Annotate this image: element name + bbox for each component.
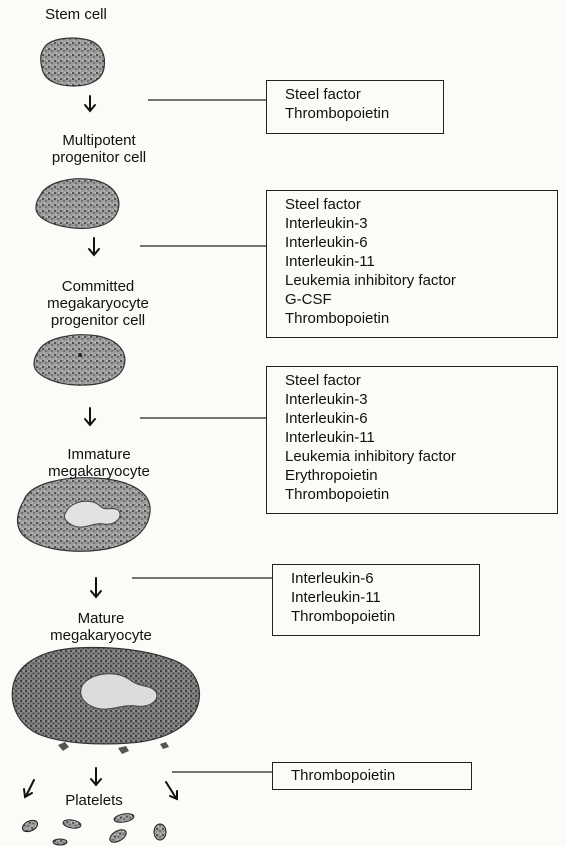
stage-label-line: progenitor cell (34, 149, 164, 166)
platelet (108, 827, 129, 845)
stage-label-line: Immature (34, 446, 164, 463)
stage-label-line: megakaryocyte (28, 295, 168, 312)
factor-item: Interleukin-6 (291, 569, 473, 588)
stage-label-line: megakaryocyte (34, 463, 164, 480)
factor-item: Leukemia inhibitory factor (285, 447, 551, 466)
factor-item: Thrombopoietin (291, 766, 465, 785)
stage-label-line: Stem cell (20, 6, 132, 23)
factor-item: Interleukin-6 (285, 233, 551, 252)
stage-label-mature-megakaryocyte: Mature megakaryocyte (36, 610, 166, 644)
platelet (154, 824, 166, 840)
factor-item: Erythropoietin (285, 466, 551, 485)
stage-label-immature-megakaryocyte: Immature megakaryocyte (34, 446, 164, 480)
mature-cell-fragment (58, 742, 69, 751)
arrow-down-right-icon (166, 782, 177, 799)
factor-item: Interleukin-6 (285, 409, 551, 428)
factor-item: Interleukin-3 (285, 214, 551, 233)
stage-label-line: progenitor cell (28, 312, 168, 329)
platelet (62, 818, 81, 829)
arrow-down-icon (85, 96, 95, 111)
stage-label-line: Committed (28, 278, 168, 295)
stage-label-line: megakaryocyte (36, 627, 166, 644)
factor-box-multipotent-to-committed: Steel factor Interleukin-3 Interleukin-6… (266, 190, 558, 338)
factor-item: Thrombopoietin (285, 485, 551, 504)
platelet (113, 812, 134, 823)
factor-item: Thrombopoietin (285, 104, 437, 123)
factor-item: Leukemia inhibitory factor (285, 271, 551, 290)
factor-item: Interleukin-11 (291, 588, 473, 607)
multipotent-cell-shape (36, 179, 119, 229)
mature-cell-fragment (160, 742, 169, 749)
factor-box-mature-to-platelets: Thrombopoietin (272, 762, 472, 790)
platelet (53, 839, 67, 845)
mature-cell-fragment (118, 746, 129, 754)
stage-label-line: Mature (36, 610, 166, 627)
arrow-down-icon (91, 578, 101, 597)
factor-item: Steel factor (285, 85, 437, 104)
stage-label-platelets: Platelets (44, 792, 144, 809)
factor-item: Interleukin-11 (285, 428, 551, 447)
stage-label-line: Multipotent (34, 132, 164, 149)
factor-item: Thrombopoietin (291, 607, 473, 626)
arrow-down-left-icon (24, 780, 34, 797)
committed-cell-shape (34, 335, 125, 385)
arrow-down-icon (85, 408, 95, 425)
arrow-down-icon (91, 768, 101, 785)
factor-item: Interleukin-11 (285, 252, 551, 271)
factor-box-stem-to-multipotent: Steel factor Thrombopoietin (266, 80, 444, 134)
factor-item: Thrombopoietin (285, 309, 551, 328)
stage-label-committed-progenitor: Committed megakaryocyte progenitor cell (28, 278, 168, 329)
factor-item: Interleukin-3 (285, 390, 551, 409)
platelet (21, 818, 40, 834)
factor-item: Steel factor (285, 195, 551, 214)
stage-label-multipotent-progenitor: Multipotent progenitor cell (34, 132, 164, 166)
stage-label-line: Platelets (44, 792, 144, 809)
stem-cell-shape (41, 38, 105, 86)
committed-cell-nucleus (78, 353, 82, 357)
factor-box-committed-to-immature: Steel factor Interleukin-3 Interleukin-6… (266, 366, 558, 514)
stage-label-stem-cell: Stem cell (20, 6, 132, 23)
factor-box-immature-to-mature: Interleukin-6 Interleukin-11 Thrombopoie… (272, 564, 480, 636)
factor-item: G-CSF (285, 290, 551, 309)
factor-item: Steel factor (285, 371, 551, 390)
arrow-down-icon (89, 238, 99, 255)
